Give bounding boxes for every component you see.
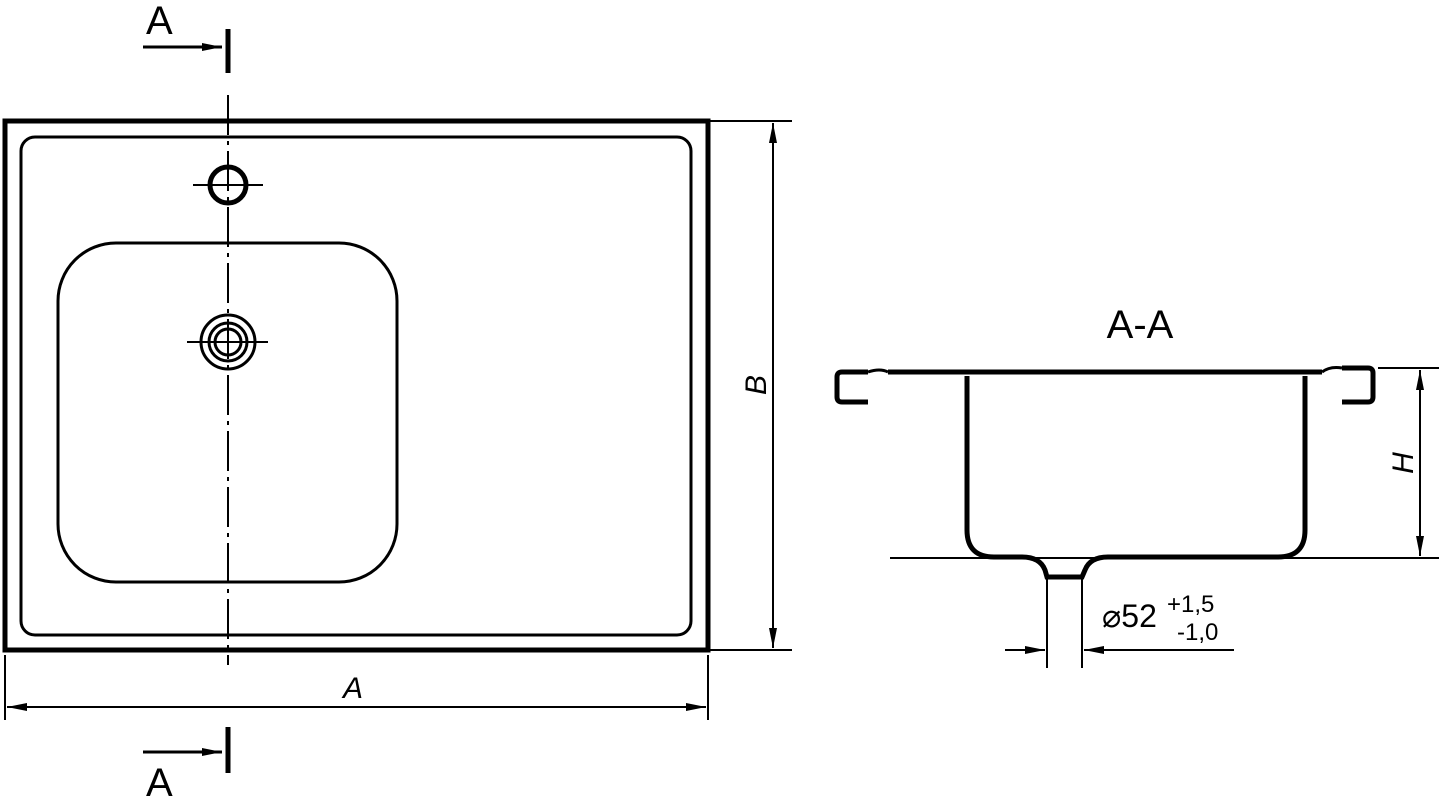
drain-diameter-lower-tolerance: -1,0	[1177, 619, 1218, 646]
section-title: A-A	[1107, 303, 1174, 347]
drain-outlet	[1046, 577, 1083, 668]
section-marker-bottom-label: A	[146, 761, 173, 798]
section-marker-bottom: A	[143, 727, 231, 798]
drain-diameter-label: ⌀52	[1102, 598, 1157, 634]
plan-view: A A A B	[2, 0, 792, 798]
drain-hole	[187, 313, 268, 371]
section-marker-top-label: A	[146, 0, 173, 43]
faucet-hole	[193, 164, 263, 206]
section-marker-top: A	[143, 0, 231, 73]
right-flange	[1342, 365, 1376, 405]
sink-rim-inner	[19, 135, 693, 637]
height-dimension-label: H	[1387, 452, 1420, 474]
drain-diameter-upper-tolerance: +1,5	[1167, 591, 1214, 618]
depth-dimension: B	[710, 120, 792, 651]
section-view: A-A H ⌀52 +1,5 -1,0	[834, 303, 1439, 668]
height-dimension: H	[1378, 367, 1439, 556]
depth-dimension-label: B	[740, 375, 773, 395]
bowl-profile	[964, 376, 1308, 580]
drain-diameter-dimension: ⌀52 +1,5 -1,0	[1005, 591, 1234, 654]
left-flange	[834, 369, 868, 405]
width-dimension-label: A	[341, 672, 363, 705]
sink-outer-edge	[2, 118, 711, 653]
width-dimension: A	[4, 655, 709, 720]
